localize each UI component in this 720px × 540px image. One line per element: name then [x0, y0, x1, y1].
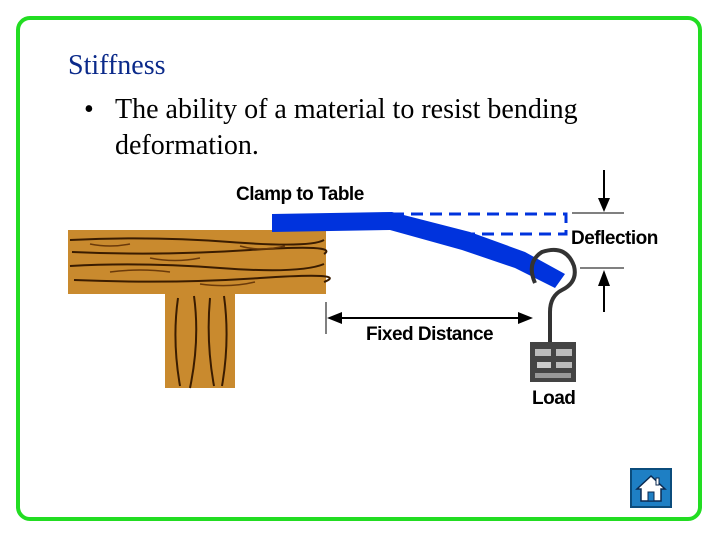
deflection-label: Deflection: [571, 228, 658, 249]
bullet-item: • The ability of a material to resist be…: [84, 92, 664, 164]
load-label: Load: [532, 388, 576, 409]
bullet-text: The ability of a material to resist bend…: [115, 94, 578, 161]
hook: [529, 247, 577, 348]
home-icon: [635, 474, 667, 502]
load-weight: [530, 342, 576, 382]
clamp-label: Clamp to Table: [236, 184, 364, 205]
deflection-dimension: [572, 170, 624, 312]
beam: [272, 212, 565, 288]
home-button[interactable]: [630, 468, 672, 508]
fixed-distance-label: Fixed Distance: [366, 324, 494, 345]
bullet-symbol: •: [84, 94, 94, 125]
original-beam-outline: [392, 212, 568, 236]
fixed-distance-dimension: [325, 302, 533, 334]
slide-frame: [16, 16, 702, 521]
table-leg: [165, 294, 235, 389]
table-top: [68, 230, 331, 294]
slide-title: Stiffness: [68, 50, 166, 81]
